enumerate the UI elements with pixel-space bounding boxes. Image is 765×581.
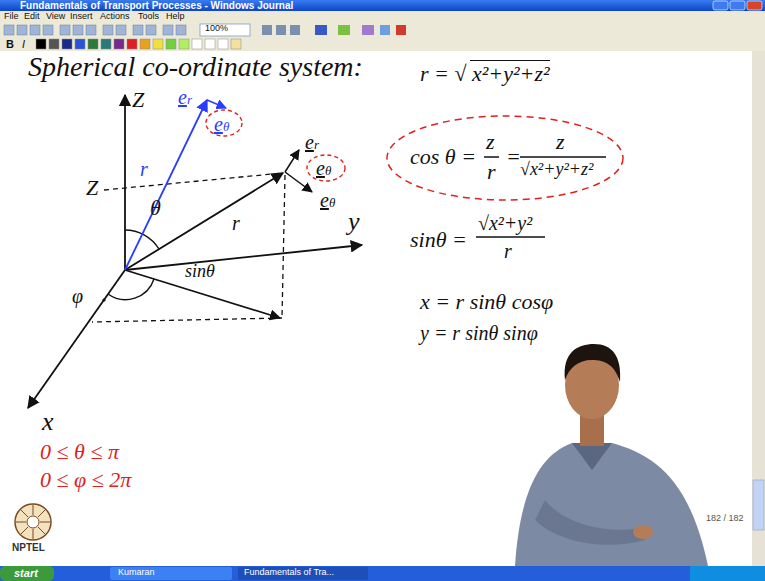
scrollbar bbox=[752, 51, 765, 566]
menu-bar bbox=[0, 11, 765, 22]
angle-label: φ bbox=[72, 285, 83, 307]
unit-vectors bbox=[285, 150, 312, 192]
taskbar bbox=[0, 566, 765, 581]
equation-text: = bbox=[506, 145, 521, 169]
dashed-guides bbox=[92, 173, 285, 322]
menu-item: Actions bbox=[100, 12, 130, 22]
zoom-level: 100% bbox=[205, 24, 228, 34]
taskbar-item: Kumaran bbox=[118, 568, 155, 578]
start-label: start bbox=[14, 567, 38, 579]
angle-label: θ bbox=[150, 196, 161, 220]
unit-vector-label: eθ bbox=[320, 189, 335, 211]
vector-label: r bbox=[232, 212, 240, 234]
journal-page bbox=[0, 51, 752, 566]
radicand: x²+y²+z² bbox=[470, 60, 550, 86]
vector-label: r bbox=[140, 158, 148, 180]
highlight-circle bbox=[206, 110, 242, 136]
logo-text: NPTEL bbox=[12, 542, 45, 553]
unit-vector-label: er bbox=[178, 86, 192, 108]
menu-item: File bbox=[4, 12, 19, 22]
page-counter: 182 / 182 bbox=[706, 514, 744, 524]
italic-button: I bbox=[22, 38, 25, 50]
title-bar bbox=[0, 0, 765, 11]
toolbar bbox=[0, 22, 765, 37]
taskbar-item: Fundamentals of Tra... bbox=[244, 568, 334, 578]
nptel-logo bbox=[15, 504, 51, 540]
denominator: √x²+y²+z² bbox=[520, 160, 593, 180]
fraction-bars bbox=[476, 157, 606, 237]
menu-item: Tools bbox=[138, 12, 159, 22]
bold-button: B bbox=[6, 38, 14, 50]
menu-item: Help bbox=[166, 12, 185, 22]
blue-position-vector bbox=[125, 100, 207, 270]
unit-vector-label: eθ bbox=[316, 157, 331, 179]
coordinate-axes bbox=[28, 95, 362, 408]
range-note: 0 ≤ φ ≤ 2π bbox=[40, 468, 131, 492]
numerator: √x²+y² bbox=[478, 212, 532, 234]
menu-item: Edit bbox=[24, 12, 40, 22]
numerator: z bbox=[556, 130, 565, 154]
axis-label: y bbox=[348, 208, 360, 237]
unit-vector-label: er bbox=[305, 131, 319, 153]
formatting-toolbar bbox=[0, 37, 765, 51]
axis-label: Z bbox=[132, 88, 144, 112]
window-title: Fundamentals of Transport Processes - Wi… bbox=[20, 0, 293, 11]
heading: Spherical co-ordinate system: bbox=[28, 52, 363, 83]
equation-text: sinθ = bbox=[410, 228, 467, 252]
axis-label: x bbox=[42, 408, 54, 437]
projection-label: sinθ bbox=[185, 262, 215, 282]
range-note: 0 ≤ θ ≤ π bbox=[40, 440, 119, 464]
menu-item: Insert bbox=[70, 12, 93, 22]
equation-text: x = r sinθ cosφ bbox=[420, 290, 553, 314]
equation-text: cos θ = bbox=[410, 145, 476, 169]
equation-text: r = √ bbox=[420, 62, 466, 86]
start-button bbox=[0, 566, 54, 581]
height-label: Z bbox=[86, 176, 98, 200]
highlight-ellipse bbox=[387, 116, 623, 200]
blue-unit-vector bbox=[207, 100, 226, 108]
phi-arc bbox=[108, 279, 154, 300]
denominator: r bbox=[504, 240, 512, 262]
highlight-circle bbox=[307, 155, 345, 181]
unit-vector-label: eθ bbox=[214, 113, 229, 135]
numerator: z bbox=[486, 130, 495, 154]
menu-item: View bbox=[46, 12, 65, 22]
presenter-figure bbox=[515, 344, 708, 566]
equation-text: y = r sinθ sinφ bbox=[420, 322, 538, 344]
denominator: r bbox=[487, 160, 496, 184]
